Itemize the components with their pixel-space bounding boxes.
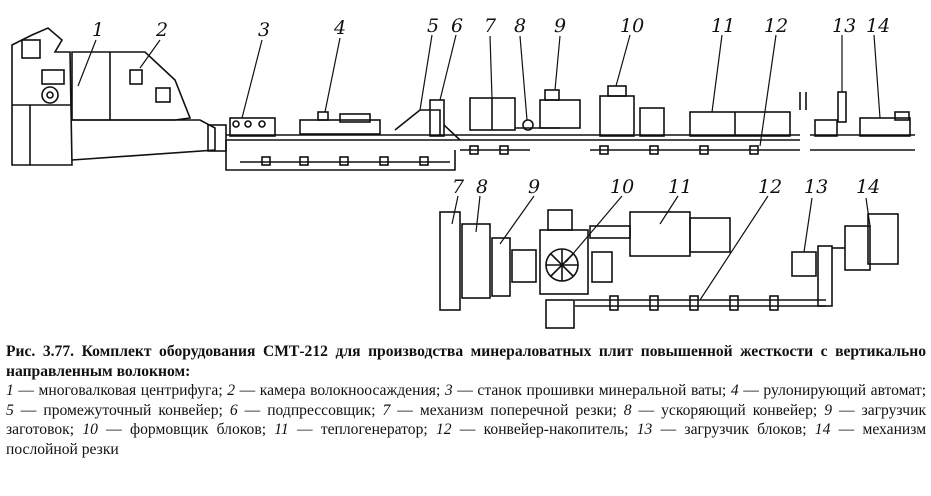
plan-label-11: 11 — [668, 176, 692, 198]
fiber-chamber-drawing — [71, 51, 227, 161]
legend-text: камера волокноосаждения; — [259, 382, 441, 400]
legend-text: механизм поперечной резки; — [419, 401, 617, 419]
label-6: 6 — [451, 15, 463, 37]
label-11: 11 — [711, 15, 735, 37]
plan-view-numbers: 7 8 9 10 11 12 13 14 — [452, 176, 880, 198]
label-14: 14 — [866, 15, 890, 37]
legend-text: подпрессовщик; — [267, 401, 376, 419]
legend-text: многовалковая центрифуга; — [38, 382, 223, 400]
label-9: 9 — [554, 15, 566, 37]
legend-number: 7 — [382, 401, 391, 419]
legend-number: 9 — [824, 401, 833, 419]
legend-dash: — — [631, 401, 662, 419]
legend-dash: — — [97, 421, 130, 439]
legend-dash: — — [13, 382, 39, 400]
legend-entry: 10 — формовщик блоков; — [82, 421, 266, 438]
label-13: 13 — [832, 15, 856, 37]
legend-entry: 1 — многовалковая центрифуга; — [6, 382, 223, 399]
legend-text: механизм послойной резки — [6, 421, 927, 458]
legend-number: 2 — [227, 382, 236, 400]
legend-text: конвейер-накопитель; — [483, 421, 629, 439]
legend-number: 8 — [623, 401, 632, 419]
legend-dash: — — [390, 401, 420, 419]
legend-text: станок прошивки минеральной ваты; — [477, 382, 727, 400]
label-8: 8 — [514, 15, 526, 37]
legend-entry: 5 — промежуточный конвейер; — [6, 402, 223, 419]
legend-text: формовщик блоков; — [129, 421, 267, 439]
legend-number: 5 — [6, 401, 14, 419]
legend-dash: — — [235, 382, 260, 400]
plan-label-12: 12 — [758, 176, 782, 198]
legend-dash: — — [451, 421, 484, 439]
label-2: 2 — [155, 19, 168, 41]
legend-dash: — — [237, 401, 268, 419]
legend-dash: — — [652, 421, 685, 439]
plan-label-14: 14 — [856, 176, 880, 198]
legend-number: 10 — [82, 421, 98, 439]
centrifuge-drawing — [11, 27, 73, 166]
legend-number: 3 — [444, 382, 453, 400]
legend-dash: — — [830, 421, 863, 439]
legend-dash: — — [13, 401, 44, 419]
legend-number: 12 — [435, 421, 452, 439]
plan-view-drawing — [439, 209, 899, 329]
legend-entry: 12 — конвейер-накопитель; — [436, 421, 629, 438]
label-10: 10 — [620, 15, 644, 37]
legend-dash: — — [738, 382, 764, 400]
legend-number: 1 — [6, 382, 14, 400]
legend-entry: 2 — камера волокноосаждения; — [227, 382, 440, 399]
legend-entry: 9 — загрузчик заготовок; — [6, 402, 926, 439]
legend-text: теплогенератор; — [320, 421, 428, 439]
label-4: 4 — [333, 17, 346, 39]
legend-text: промежуточный конвейер; — [43, 401, 223, 419]
caption-title: Рис. 3.77. Комплект оборудования СМТ-212… — [6, 343, 926, 380]
equipment-drawing: 1 2 3 4 5 6 7 8 9 10 11 12 13 14 7 8 9 1… — [11, 15, 915, 329]
legend-entry: 6 — подпрессовщик; — [230, 402, 376, 419]
plan-label-8: 8 — [476, 176, 488, 198]
legend-number: 6 — [229, 401, 238, 419]
legend-entry: 3 — станок прошивки минеральной ваты; — [445, 382, 726, 399]
legend-number: 13 — [636, 421, 653, 439]
legend-entry: 11 — теплогенератор; — [274, 421, 427, 438]
legend-text: загрузчик заготовок; — [6, 401, 927, 439]
side-view-numbers: 1 2 3 4 5 6 7 8 9 10 11 12 13 14 — [92, 15, 890, 41]
legend-entry: 13 — загрузчик блоков; — [637, 421, 807, 438]
legend-dash: — — [452, 382, 478, 400]
legend-number: 14 — [814, 421, 831, 439]
legend-text: рулонирующий автомат; — [763, 382, 927, 400]
label-3: 3 — [258, 19, 270, 41]
label-5: 5 — [427, 15, 439, 37]
legend-dash: — — [288, 421, 321, 439]
legend-number: 4 — [730, 382, 739, 400]
legend-text: ускоряющий конвейер; — [661, 401, 818, 419]
label-1: 1 — [92, 19, 104, 41]
legend-entry: 7 — механизм поперечной резки; — [383, 402, 617, 419]
legend-entry: 14 — механизм послойной резки — [6, 421, 926, 458]
label-12: 12 — [764, 15, 788, 37]
caption-legend: 1 — многовалковая центрифуга; 2 — камера… — [6, 381, 926, 459]
floor-chain — [240, 145, 530, 166]
legend-dash: — — [832, 401, 862, 419]
plan-label-10: 10 — [610, 176, 634, 198]
legend-text: загрузчик блоков; — [684, 421, 807, 439]
legend-entry: 8 — ускоряющий конвейер; — [624, 402, 817, 419]
figure-caption: Рис. 3.77. Комплект оборудования СМТ-212… — [6, 342, 926, 460]
label-7: 7 — [484, 15, 497, 37]
plan-label-9: 9 — [528, 176, 540, 198]
legend-number: 11 — [274, 421, 289, 439]
legend-entry: 4 — рулонирующий автомат; — [731, 382, 926, 399]
plan-label-13: 13 — [804, 176, 828, 198]
plan-label-7: 7 — [452, 176, 465, 198]
